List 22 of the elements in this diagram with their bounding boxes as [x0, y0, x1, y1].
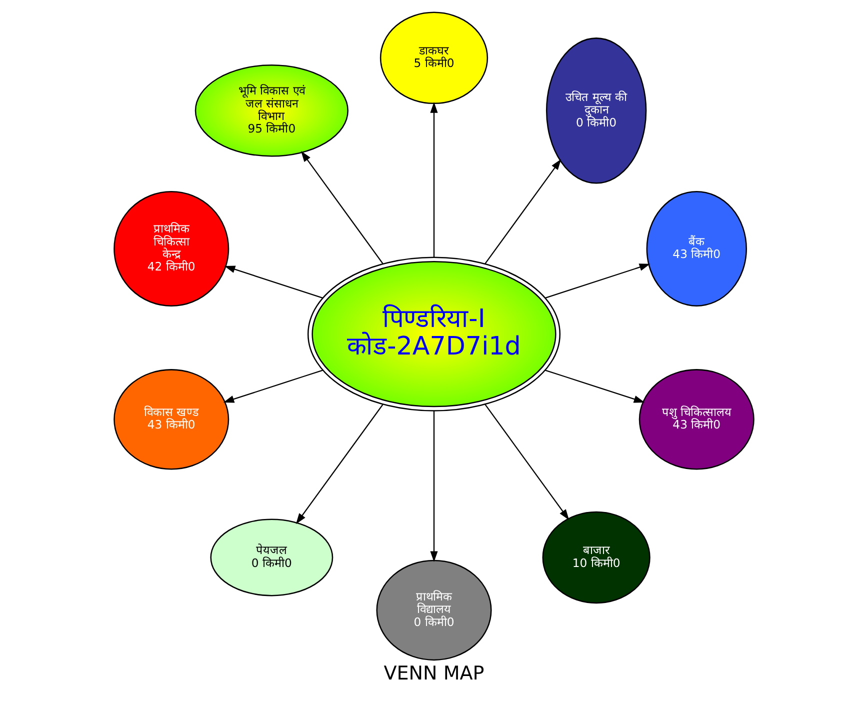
arrow: [430, 411, 438, 562]
node-ellipse: पिण्डरिया-I कोड-2A7D7i1d: [307, 256, 561, 412]
node-ellipse: विकास खण्ड 43 किमी0: [114, 369, 230, 470]
node-ellipse: भूमि विकास एवं जल संसाधन विभाग 95 किमी0: [194, 64, 348, 157]
node-ellipse: बैंक 43 किमी0: [646, 190, 747, 306]
arrow: [300, 150, 384, 264]
node-circle: प्राथमिक चिकित्सा केन्द्र 42 किमी0: [114, 190, 230, 306]
arrow: [223, 370, 323, 403]
arrow: [484, 404, 570, 520]
arrow: [296, 404, 384, 524]
node-ellipse: पशु चिकित्सालय 43 किमी0: [638, 369, 754, 470]
arrow: [484, 159, 562, 264]
node-ellipse: उचित मूल्य की दुकान 0 किमी0: [546, 38, 647, 184]
node-ellipse: प्राथमिक विद्यालय 0 किमी0: [376, 560, 492, 661]
arrow: [545, 264, 650, 298]
node-ellipse: पेयजल 0 किमी0: [210, 518, 334, 596]
arrow: [430, 102, 438, 258]
arrow: [545, 370, 645, 403]
node-ellipse: बाजार 10 किमी0: [542, 511, 650, 604]
node-ellipse: डाकघर 5 किमी0: [380, 12, 488, 104]
arrow: [224, 266, 323, 298]
caption: VENN MAP: [384, 662, 484, 684]
